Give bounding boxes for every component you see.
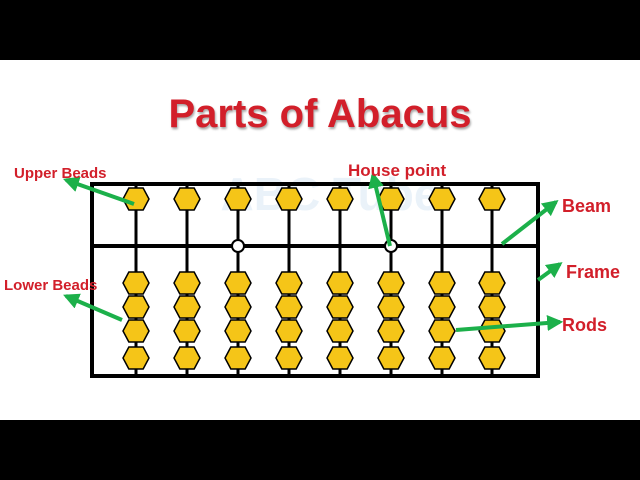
frame-label: Frame (566, 262, 620, 282)
lower-bead (275, 319, 303, 343)
house-point-label: House point (348, 161, 447, 180)
upper-beads-arrow (62, 176, 135, 206)
lower-bead (326, 295, 354, 319)
lower-bead (224, 271, 252, 295)
lower-bead (173, 319, 201, 343)
rods-arrow (455, 315, 564, 332)
upper-bead (428, 187, 456, 211)
lower-bead (377, 295, 405, 319)
diagram-title: Parts of Abacus (168, 92, 472, 136)
lower-bead (122, 319, 150, 343)
house-point-arrow (368, 171, 392, 247)
lower-bead (326, 319, 354, 343)
upper-bead (122, 187, 150, 211)
diagram-canvas (0, 60, 640, 420)
lower-bead (173, 346, 201, 370)
beam-arrow (500, 200, 559, 246)
house-point-dot (231, 239, 245, 253)
rods-label: Rods (562, 315, 607, 335)
bottom-letterbox (0, 420, 640, 480)
lower-bead (122, 295, 150, 319)
lower-bead (122, 271, 150, 295)
lower-beads-label: Lower Beads (4, 277, 97, 294)
upper-bead (326, 187, 354, 211)
lower-bead (326, 271, 354, 295)
frame-arrow (536, 262, 563, 282)
lower-bead (377, 271, 405, 295)
lower-bead (428, 319, 456, 343)
beam-label: Beam (562, 196, 611, 216)
lower-bead (173, 271, 201, 295)
lower-bead (173, 295, 201, 319)
lower-bead (224, 346, 252, 370)
lower-bead (478, 346, 506, 370)
lower-bead (428, 346, 456, 370)
lower-bead (275, 295, 303, 319)
upper-bead (478, 187, 506, 211)
lower-bead (377, 346, 405, 370)
lower-bead (478, 295, 506, 319)
top-letterbox (0, 0, 640, 60)
lower-bead (224, 319, 252, 343)
lower-beads-arrow (63, 293, 123, 322)
upper-bead (275, 187, 303, 211)
lower-bead (275, 346, 303, 370)
lower-bead (326, 346, 354, 370)
lower-bead (428, 295, 456, 319)
lower-bead (478, 319, 506, 343)
upper-bead (173, 187, 201, 211)
upper-beads-label: Upper Beads (14, 165, 107, 182)
upper-bead (224, 187, 252, 211)
lower-bead (377, 319, 405, 343)
lower-bead (478, 271, 506, 295)
lower-bead (428, 271, 456, 295)
lower-bead (122, 346, 150, 370)
lower-bead (224, 295, 252, 319)
lower-bead (275, 271, 303, 295)
